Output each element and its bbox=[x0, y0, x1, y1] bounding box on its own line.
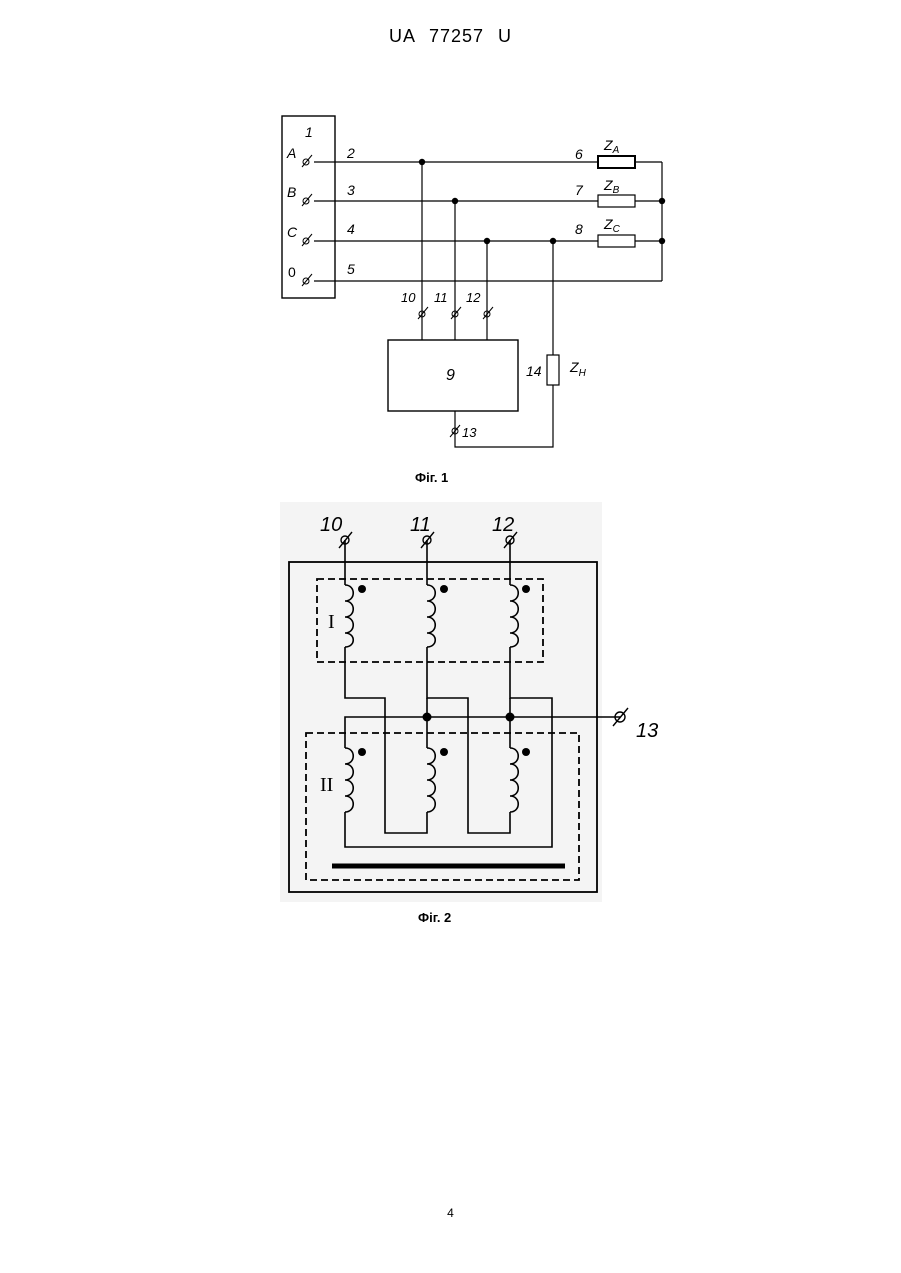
fig2-terminal-12: 12 bbox=[492, 514, 514, 536]
load-number-8: 8 bbox=[575, 221, 583, 237]
load-label-za: ZA bbox=[603, 137, 620, 156]
source-label: 1 bbox=[305, 124, 313, 140]
load-zc bbox=[598, 235, 635, 247]
load-label-zb: ZB bbox=[603, 177, 620, 196]
terminal-symbols bbox=[302, 155, 493, 437]
line-number-5: 5 bbox=[347, 261, 355, 277]
load-za bbox=[598, 156, 635, 168]
line-number-2: 2 bbox=[346, 145, 355, 161]
fig2-output-terminal-13: 13 bbox=[636, 720, 658, 742]
phase-label-c: C bbox=[287, 224, 298, 240]
output-terminal-13: 13 bbox=[462, 425, 477, 440]
page-number: 4 bbox=[0, 1206, 901, 1220]
resistor-number-14: 14 bbox=[526, 363, 542, 379]
fig1-labels: 1 A B C 0 2 3 4 5 6 7 8 ZA ZB ZC 10 11 1… bbox=[286, 124, 621, 440]
fig1-circuit-diagram bbox=[282, 116, 662, 447]
terminal-number-11: 11 bbox=[434, 290, 448, 305]
block-label-9: 9 bbox=[446, 367, 455, 384]
terminal-number-12: 12 bbox=[466, 290, 481, 305]
load-label-zc: ZC bbox=[603, 216, 621, 235]
resistor-label-zh: ZH bbox=[569, 359, 587, 379]
line-number-4: 4 bbox=[347, 221, 355, 237]
fig2-terminal-11: 11 bbox=[410, 514, 431, 536]
winding-group-ii-label: II bbox=[320, 774, 333, 796]
phase-label-b: B bbox=[287, 184, 296, 200]
phase-label-0: 0 bbox=[288, 264, 296, 280]
phase-label-a: A bbox=[286, 145, 296, 161]
line-number-3: 3 bbox=[347, 182, 355, 198]
resistor-zh bbox=[547, 355, 559, 385]
fig1-caption: Фіг. 1 bbox=[415, 470, 448, 485]
fig2-caption: Фіг. 2 bbox=[418, 910, 451, 925]
terminal-number-10: 10 bbox=[401, 290, 416, 305]
winding-group-i-label: I bbox=[328, 611, 335, 633]
load-number-6: 6 bbox=[575, 146, 583, 162]
fig2-terminal-10: 10 bbox=[320, 514, 342, 536]
load-number-7: 7 bbox=[575, 182, 584, 198]
load-zb bbox=[598, 195, 635, 207]
